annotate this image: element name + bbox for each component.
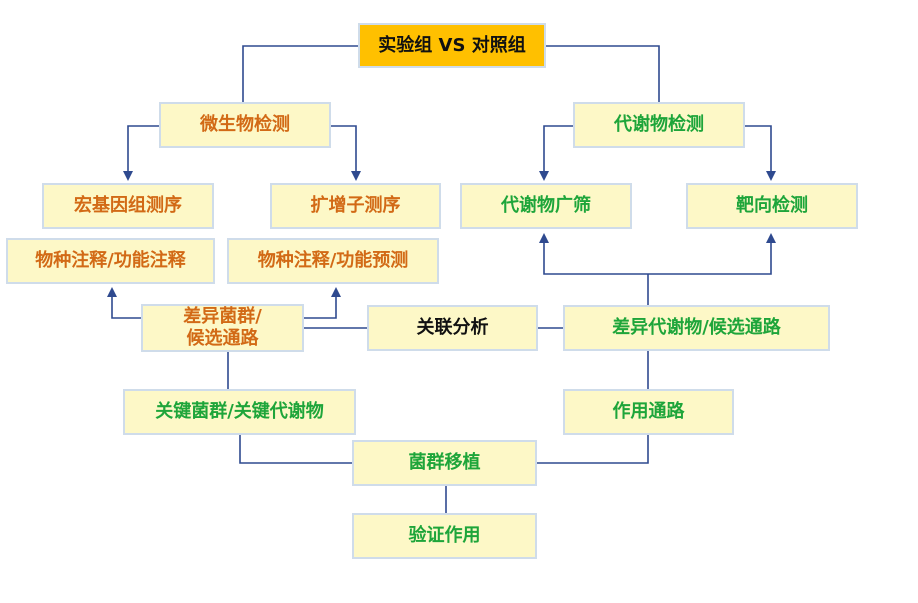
arrow-to-amplicon [330,125,361,181]
node-microbe-detect-label: 微生物检测 [200,114,290,135]
node-verify: 验证作用 [352,513,537,559]
arrow-to-targeted-up [648,233,776,275]
node-key-flora-label: 关键菌群/关键代谢物 [155,401,324,422]
link-root-metabolite [545,45,660,102]
node-amplicon: 扩增子测序 [270,183,441,229]
node-fmt: 菌群移植 [352,440,537,486]
node-function-anno-label: 物种注释/功能注释 [35,250,186,271]
node-metagenome: 宏基因组测序 [42,183,214,229]
node-metagenome-label: 宏基因组测序 [74,195,182,216]
node-metabolite-detect-label: 代谢物检测 [614,114,704,135]
link-root-microbe [242,45,360,102]
arrow-to-function-pred [303,287,341,319]
node-pathway-label: 作用通路 [612,401,685,422]
node-meta-screen: 代谢物广筛 [460,183,632,229]
node-amplicon-label: 扩增子测序 [310,195,401,216]
link-key-fmt [239,434,353,464]
arrow-to-function-anno [107,287,141,319]
node-assoc-analysis-label: 关联分析 [416,317,489,338]
node-targeted-label: 靶向检测 [736,195,808,216]
node-metabolite-detect: 代谢物检测 [573,102,745,148]
node-diff-flora: 差异菌群/ 候选通路 [141,304,304,352]
arrow-to-metagenome [123,125,160,181]
node-key-flora: 关键菌群/关键代谢物 [123,389,356,435]
link-pathway-fmt [536,434,649,464]
node-pathway: 作用通路 [563,389,734,435]
node-diff-flora-line2: 候选通路 [186,328,259,349]
arrow-to-targeted [745,125,776,181]
node-diff-metabolite: 差异代谢物/候选通路 [563,305,830,351]
node-microbe-detect: 微生物检测 [159,102,331,148]
node-function-pred-label: 物种注释/功能预测 [257,250,409,271]
arrow-to-meta-screen-up [539,233,648,275]
node-verify-label: 验证作用 [408,525,481,546]
root-node-label: 实验组 VS 对照组 [378,34,526,56]
node-function-anno: 物种注释/功能注释 [6,238,215,284]
node-meta-screen-label: 代谢物广筛 [501,195,591,216]
root-node: 实验组 VS 对照组 [358,23,546,68]
node-assoc-analysis: 关联分析 [367,305,538,351]
node-targeted: 靶向检测 [686,183,858,229]
node-diff-flora-line1: 差异菌群/ [183,306,262,327]
node-fmt-label: 菌群移植 [408,452,481,473]
arrow-to-meta-screen [539,125,574,181]
node-diff-metabolite-label: 差异代谢物/候选通路 [612,317,781,338]
node-function-pred: 物种注释/功能预测 [227,238,439,284]
